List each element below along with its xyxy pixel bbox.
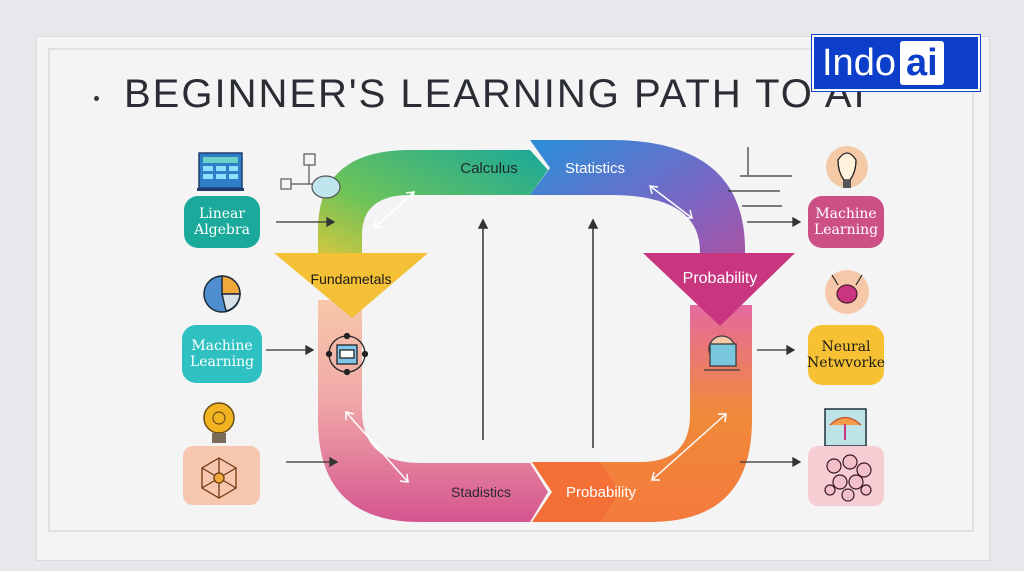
neural-networks-line1: Neural <box>821 339 871 355</box>
calculus-label: Calculus <box>460 160 518 177</box>
logo-text: Indo <box>822 41 896 84</box>
probability-bottom-band <box>532 462 620 522</box>
arrow-neural-networks <box>757 344 796 356</box>
person-screen-icon <box>704 335 740 371</box>
linear-algebra-line1: Linear <box>198 206 246 222</box>
flowchart-icon <box>280 153 341 199</box>
neurons-icon-tile <box>808 446 884 506</box>
double-arrow-bottom-right <box>651 413 727 481</box>
machine-learning-right-line1: Machine <box>815 206 877 222</box>
neural-networks-line2: Netwvorke <box>807 355 885 371</box>
probability-triangle <box>643 253 795 326</box>
arrow-bulb-left <box>286 456 339 468</box>
lightbulb-icon-left <box>203 402 235 443</box>
statistics-top-label: Statistics <box>564 160 625 177</box>
neuron-monitor-icon <box>824 408 867 447</box>
arrow-linear-algebra <box>276 216 336 228</box>
probability-bottom-label: Probability <box>565 484 637 501</box>
double-arrow-top-left <box>373 191 415 229</box>
robot-diagram-icon <box>325 332 369 376</box>
path-segment-top-right <box>530 140 745 275</box>
fundamentals-triangle <box>274 253 428 318</box>
pie-chart-icon <box>203 275 241 313</box>
brand-logo: Indo ai <box>812 35 980 91</box>
arrow-machine-learning-left <box>266 344 315 356</box>
inner-up-arrow-right <box>587 218 599 448</box>
page-title: BEGINNER'S LEARNING PATH TO AI <box>124 72 867 116</box>
double-arrow-top-right <box>649 185 693 219</box>
machine-learning-right-line2: Learning <box>813 222 879 238</box>
path-segment-top-left <box>318 150 548 270</box>
lightbulb-icon-right <box>826 146 868 188</box>
network-icon-tile <box>183 446 260 505</box>
fundamentals-label: Fundametals <box>310 271 392 287</box>
graph-lines-icon <box>728 147 792 207</box>
inner-frame <box>48 48 974 532</box>
arrow-neurons <box>740 456 802 468</box>
linear-algebra-line2: Algebra <box>194 222 250 238</box>
spreadsheet-icon <box>197 152 244 191</box>
inner-up-arrow-left <box>477 218 489 440</box>
statistics-bottom-label: Stadistics <box>451 484 511 500</box>
logo-box-text: ai <box>899 41 944 85</box>
arrow-machine-learning-right <box>747 216 802 228</box>
title-bullet <box>94 96 99 101</box>
machine-learning-left-line1: Machine <box>191 338 253 354</box>
brain-icon <box>825 270 869 314</box>
path-segment-left <box>318 300 548 522</box>
machine-learning-left-line2: Learning <box>189 354 255 370</box>
double-arrow-bottom-left <box>345 411 409 483</box>
probability-right-label: Probability <box>682 270 758 287</box>
